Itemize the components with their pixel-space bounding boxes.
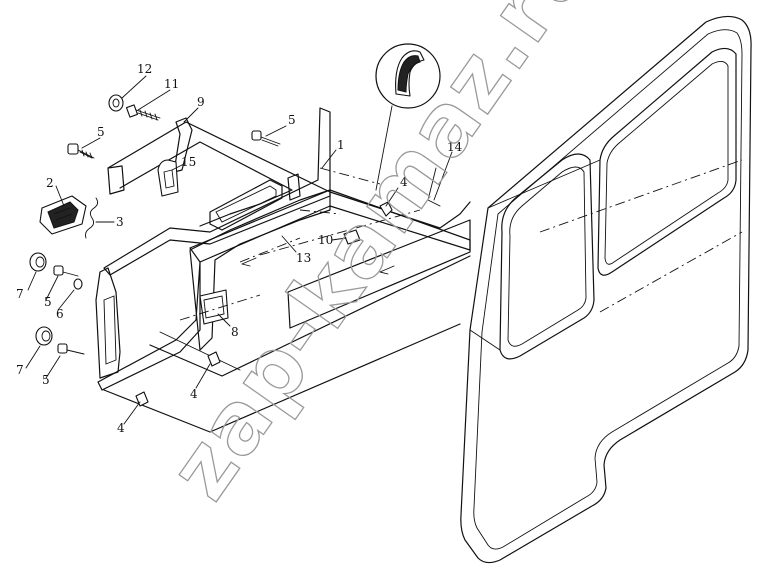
callout-8: 8 <box>231 325 239 339</box>
bracket-14-part <box>427 167 441 207</box>
detail-inset <box>375 43 441 191</box>
screw-5-mid-part <box>251 130 281 147</box>
callout-6: 6 <box>56 307 64 321</box>
fastener-parts <box>29 94 441 407</box>
watermark-text: zap-kamaz.ru <box>150 0 611 516</box>
callout-4-mid: 4 <box>190 387 198 401</box>
block-10-part <box>343 229 361 245</box>
callout-7-bottom: 7 <box>16 363 24 377</box>
callout-15: 15 <box>181 155 196 169</box>
callout-9: 9 <box>197 95 205 109</box>
cab-shell <box>460 15 752 564</box>
callout-10: 10 <box>318 233 333 247</box>
callout-1: 1 <box>337 138 345 152</box>
screw-5-low-part <box>57 343 85 355</box>
callout-5-mid: 5 <box>288 113 296 127</box>
callout-3: 3 <box>116 215 124 229</box>
screw-5-left-part <box>53 265 79 277</box>
bolt-11-part <box>125 104 161 121</box>
callout-2: 2 <box>46 176 54 190</box>
callout-13: 13 <box>296 251 311 265</box>
callout-5-low: 5 <box>42 373 50 387</box>
callout-4-low: 4 <box>117 421 125 435</box>
leader-lines <box>25 75 453 425</box>
callout-11: 11 <box>164 77 179 91</box>
callout-labels: 12 11 9 5 5 1 14 15 2 4 3 10 13 7 5 6 8 … <box>16 62 463 435</box>
callout-5-left: 5 <box>44 295 52 309</box>
clip-4-top-part <box>379 201 393 217</box>
cap-12-part <box>108 94 124 112</box>
clip-4-low-part <box>135 391 149 407</box>
callout-12: 12 <box>137 62 152 76</box>
callout-5-top: 5 <box>97 125 105 139</box>
spring-3-part <box>85 197 99 239</box>
callout-14: 14 <box>447 140 463 154</box>
screw-5-top-part <box>67 143 95 159</box>
clip-4-mid-part <box>207 351 221 367</box>
lamp-2-part <box>39 195 87 235</box>
washer-6-part <box>73 278 83 290</box>
callout-7-top: 7 <box>16 287 24 301</box>
callout-4-top: 4 <box>400 175 408 189</box>
